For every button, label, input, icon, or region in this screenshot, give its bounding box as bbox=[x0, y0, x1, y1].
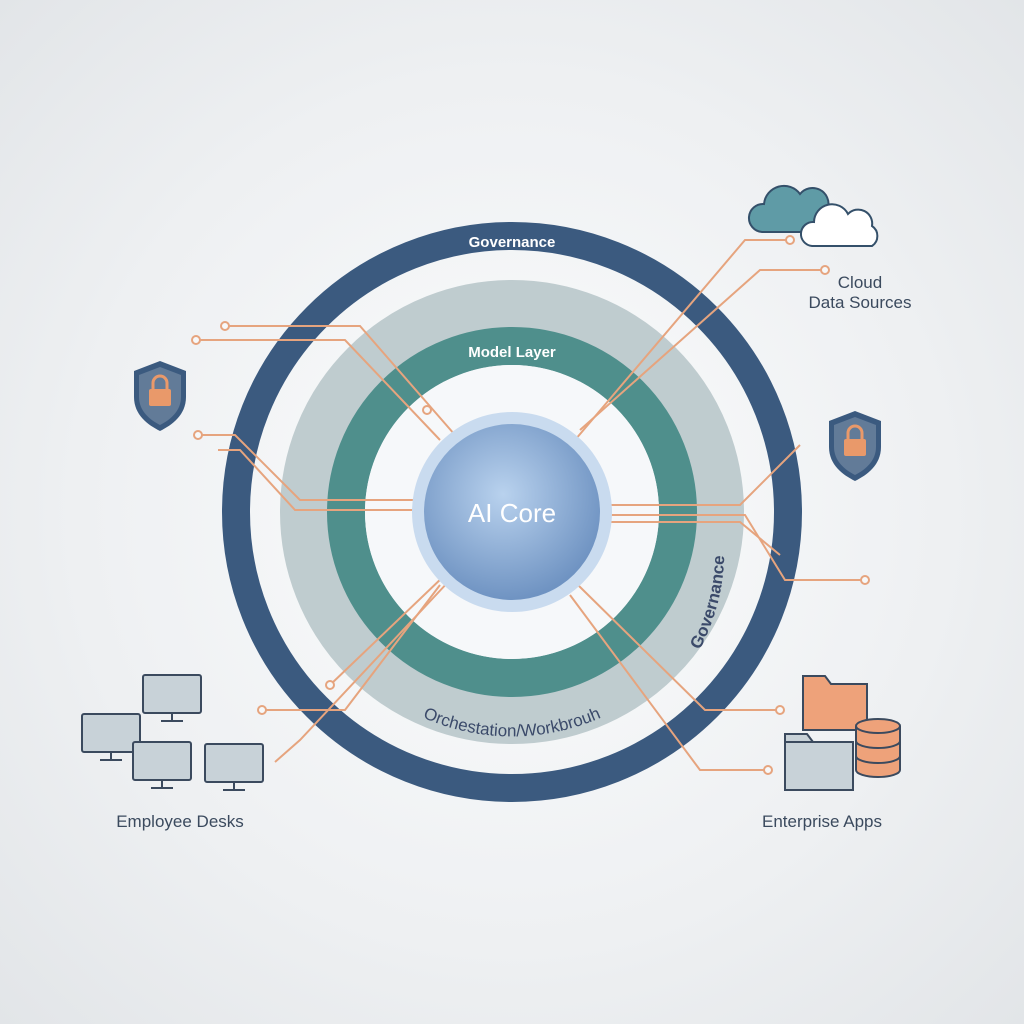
monitor-icon bbox=[81, 713, 141, 761]
connector-endpoints bbox=[191, 235, 870, 775]
ai-core-label: AI Core bbox=[468, 498, 556, 528]
governance-ring bbox=[222, 222, 802, 802]
folder-icon bbox=[784, 733, 854, 791]
employee-desks-icon bbox=[81, 674, 264, 791]
shield-lock-icon bbox=[134, 361, 186, 431]
enterprise-apps-icon bbox=[784, 675, 901, 791]
orchestration-ring bbox=[280, 280, 744, 744]
shield-lock-icon bbox=[829, 411, 881, 481]
governance-top-label: Governance bbox=[469, 234, 556, 251]
database-icon bbox=[855, 718, 901, 778]
folder-icon bbox=[802, 675, 868, 731]
ai-core bbox=[424, 424, 600, 600]
monitor-icon bbox=[142, 674, 202, 722]
monitor-icon bbox=[132, 741, 192, 789]
cloud-label-line1: Cloud bbox=[838, 273, 882, 292]
cloud-icon bbox=[747, 184, 879, 247]
enterprise-apps-label: Enterprise Apps bbox=[762, 812, 882, 831]
model-layer-ring bbox=[327, 327, 697, 697]
monitor-icon bbox=[204, 743, 264, 791]
employee-desks-label: Employee Desks bbox=[116, 812, 244, 831]
connector-lines bbox=[196, 239, 865, 771]
model-layer-label: Model Layer bbox=[468, 344, 556, 361]
cloud-label-line2: Data Sources bbox=[809, 293, 912, 312]
